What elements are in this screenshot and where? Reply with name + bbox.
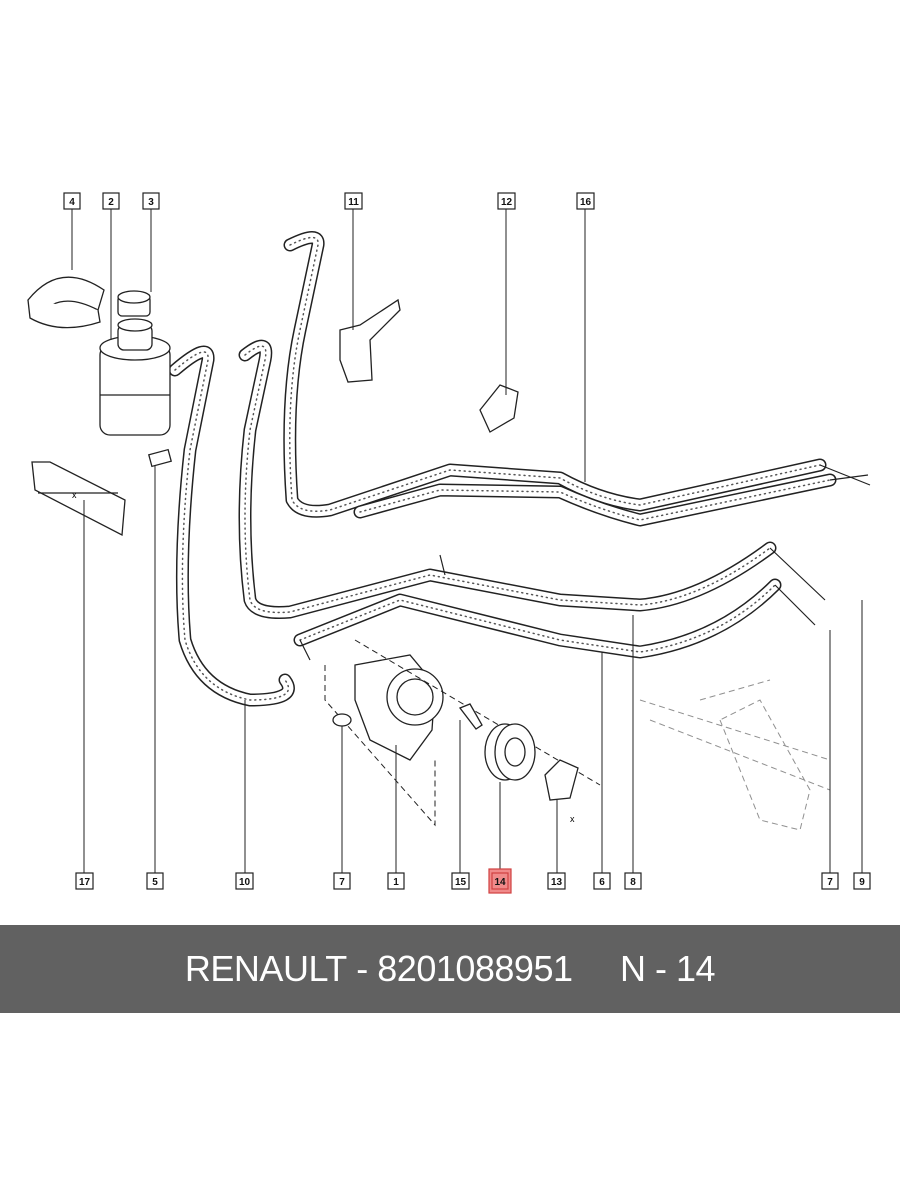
callout-13[interactable]: 13 — [547, 872, 566, 890]
hose-clip — [147, 448, 173, 468]
svg-text:7: 7 — [827, 877, 833, 888]
svg-text:1: 1 — [393, 877, 399, 888]
reservoir-clamp — [27, 276, 105, 329]
brand-name: RENAULT — [184, 948, 347, 989]
pump-bracket-plate: x — [544, 759, 579, 824]
callout-14-highlighted[interactable]: 14 — [488, 868, 512, 894]
hose-pressure — [293, 578, 782, 659]
svg-text:17: 17 — [79, 877, 91, 888]
parts-diagram: x x — [27, 192, 871, 894]
dimension-x: x — [72, 490, 77, 500]
callout-17[interactable]: 17 — [75, 872, 94, 890]
callout-12[interactable]: 12 — [497, 192, 516, 210]
callout-3[interactable]: 3 — [142, 192, 160, 210]
fluid-reservoir — [99, 318, 171, 436]
hose-return-lower — [353, 473, 837, 527]
pipe-clip — [479, 384, 519, 433]
callout-8[interactable]: 8 — [624, 872, 642, 890]
svg-text:2: 2 — [108, 197, 114, 208]
steering-rack — [639, 679, 831, 831]
hose-return-upper — [283, 231, 827, 518]
position-label: N - 14 — [620, 948, 716, 989]
leader-lines — [71, 209, 863, 873]
reservoir-cap — [117, 290, 151, 317]
hose-reservoir-feed — [238, 339, 777, 619]
svg-text:11: 11 — [348, 197, 359, 208]
svg-text:15: 15 — [455, 877, 467, 888]
callout-5[interactable]: 5 — [146, 872, 164, 890]
hose-suction — [168, 345, 295, 707]
o-ring — [332, 713, 352, 727]
svg-text:5: 5 — [152, 877, 158, 888]
callout-11[interactable]: 11 — [344, 192, 363, 210]
banner-separator: - — [346, 948, 378, 989]
svg-text:13: 13 — [551, 877, 563, 888]
svg-text:16: 16 — [580, 197, 592, 208]
power-steering-pump — [354, 654, 444, 761]
svg-text:6: 6 — [599, 877, 605, 888]
pulley — [484, 723, 536, 781]
part-banner: RENAULT - 8201088951 N - 14 — [0, 925, 900, 1013]
callout-7[interactable]: 7 — [333, 872, 351, 890]
callout-4[interactable]: 4 — [63, 192, 81, 210]
callout-9[interactable]: 9 — [853, 872, 871, 890]
callout-1[interactable]: 1 — [387, 872, 405, 890]
cable-tie: x — [31, 461, 126, 537]
dimension-x-2: x — [570, 814, 575, 824]
callout-10[interactable]: 10 — [235, 872, 254, 890]
callout-6[interactable]: 6 — [593, 872, 611, 890]
svg-text:12: 12 — [501, 197, 513, 208]
pipe-bracket — [339, 298, 401, 383]
svg-text:4: 4 — [69, 197, 75, 208]
part-number: 8201088951 — [377, 948, 573, 989]
svg-text:3: 3 — [148, 197, 154, 208]
callout-16[interactable]: 16 — [576, 192, 595, 210]
svg-text:9: 9 — [859, 877, 865, 888]
callout-7b[interactable]: 7 — [821, 872, 839, 890]
svg-text:8: 8 — [630, 877, 636, 888]
bolt — [458, 703, 483, 730]
svg-text:14: 14 — [494, 877, 506, 888]
callout-2[interactable]: 2 — [102, 192, 120, 210]
svg-text:10: 10 — [239, 877, 251, 888]
callout-15[interactable]: 15 — [451, 872, 470, 890]
svg-text:7: 7 — [339, 877, 345, 888]
